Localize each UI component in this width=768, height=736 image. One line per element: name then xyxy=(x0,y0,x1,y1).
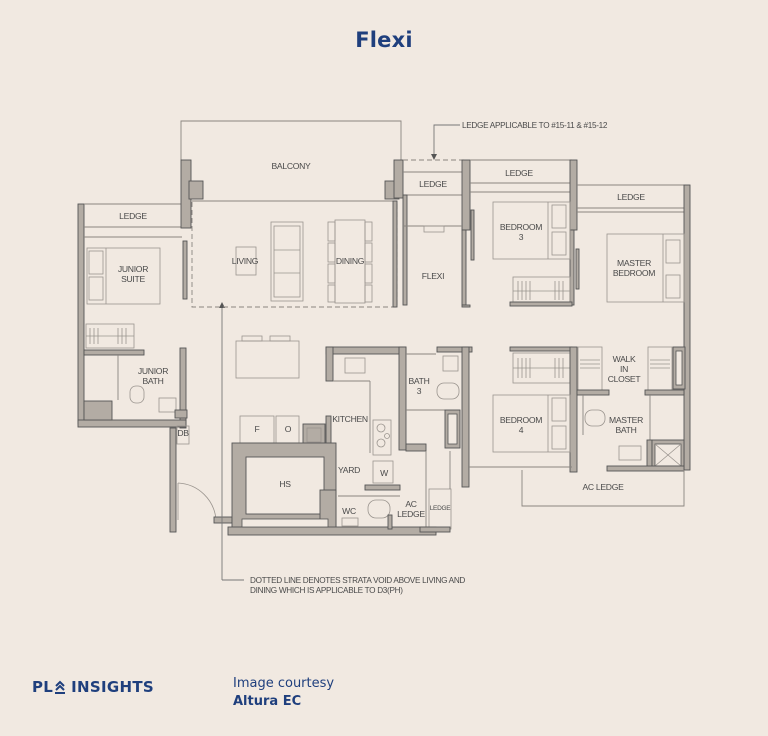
living-dining xyxy=(188,159,404,379)
label-ac-ledge-small-1: AC xyxy=(405,499,416,509)
master-bath-closet xyxy=(521,346,686,507)
note-ledge-applicable: LEDGE APPLICABLE TO #15-11 & #15-12 xyxy=(462,121,608,130)
bath-3 xyxy=(405,346,473,533)
brand-logo: PL INSIGHTS xyxy=(32,678,154,696)
label-bath3-1: BATH xyxy=(408,376,429,386)
label-master-bedroom-1: MASTER xyxy=(617,258,651,268)
bedroom-3 xyxy=(470,159,580,307)
label-master-bath-1: MASTER xyxy=(609,415,643,425)
label-ledge-master: LEDGE xyxy=(617,192,645,202)
label-junior-suite-2: SUITE xyxy=(121,274,145,284)
label-dining: DINING xyxy=(336,256,365,266)
logo-chevron-icon xyxy=(55,680,66,694)
image-credit: Image courtesy Altura EC xyxy=(233,675,334,711)
label-bedroom4-1: BEDROOM xyxy=(500,415,542,425)
junior-suite-area xyxy=(77,159,192,425)
label-master-bath-2: BATH xyxy=(615,425,636,435)
ledge-note-leader xyxy=(431,124,460,160)
note-strata-void-line1: DOTTED LINE DENOTES STRATA VOID ABOVE LI… xyxy=(250,576,465,585)
label-fridge: F xyxy=(255,424,260,434)
label-flexi: FLEXI xyxy=(422,271,444,281)
wall-segment xyxy=(461,304,471,308)
label-ledge-flexi: LEDGE xyxy=(419,179,447,189)
junior-bath xyxy=(77,347,188,429)
label-yard: YARD xyxy=(338,465,360,475)
label-living: LIVING xyxy=(232,256,259,266)
label-master-bedroom-2: BEDROOM xyxy=(613,268,655,278)
label-ledge-bedroom3: LEDGE xyxy=(505,168,533,178)
label-bedroom3-1: BEDROOM xyxy=(500,222,542,232)
label-walk-in-closet-1: WALK xyxy=(613,354,636,364)
master-bedroom xyxy=(577,184,691,471)
label-kitchen: KITCHEN xyxy=(332,414,368,424)
credit-line1: Image courtesy xyxy=(233,676,335,691)
label-bedroom3-2: 3 xyxy=(519,232,524,242)
label-ac-ledge-small-2: LEDGE xyxy=(397,509,425,519)
page-title: Flexi xyxy=(355,28,413,52)
label-bedroom4-2: 4 xyxy=(519,425,524,435)
label-junior-suite-1: JUNIOR xyxy=(118,264,148,274)
label-balcony: BALCONY xyxy=(272,161,312,171)
kitchen-yard xyxy=(227,346,437,536)
label-ledge-small: LEDGE xyxy=(430,505,452,512)
flexi-room xyxy=(402,159,471,306)
logo-text-right: INSIGHTS xyxy=(71,678,154,696)
credit-line2: Altura EC xyxy=(233,694,302,709)
label-hs: HS xyxy=(279,479,291,489)
bedroom-4 xyxy=(469,346,578,473)
label-washer: W xyxy=(380,468,389,478)
label-bath3-2: 3 xyxy=(417,386,422,396)
label-junior-bath-1: JUNIOR xyxy=(138,366,168,376)
label-walk-in-closet-2: IN xyxy=(620,364,628,374)
note-strata-void-line2: DINING WHICH IS APPLICABLE TO D3(PH) xyxy=(250,586,403,595)
entrance-corridor xyxy=(169,302,244,581)
label-db: DB xyxy=(177,428,189,438)
label-oven: O xyxy=(285,424,292,434)
logo-text-left: PL xyxy=(32,678,54,696)
label-walk-in-closet-3: CLOSET xyxy=(608,374,642,384)
label-ac-ledge-large: AC LEDGE xyxy=(582,482,624,492)
label-wc: WC xyxy=(342,506,356,516)
label-ledge-left: LEDGE xyxy=(119,211,147,221)
label-junior-bath-2: BATH xyxy=(142,376,163,386)
